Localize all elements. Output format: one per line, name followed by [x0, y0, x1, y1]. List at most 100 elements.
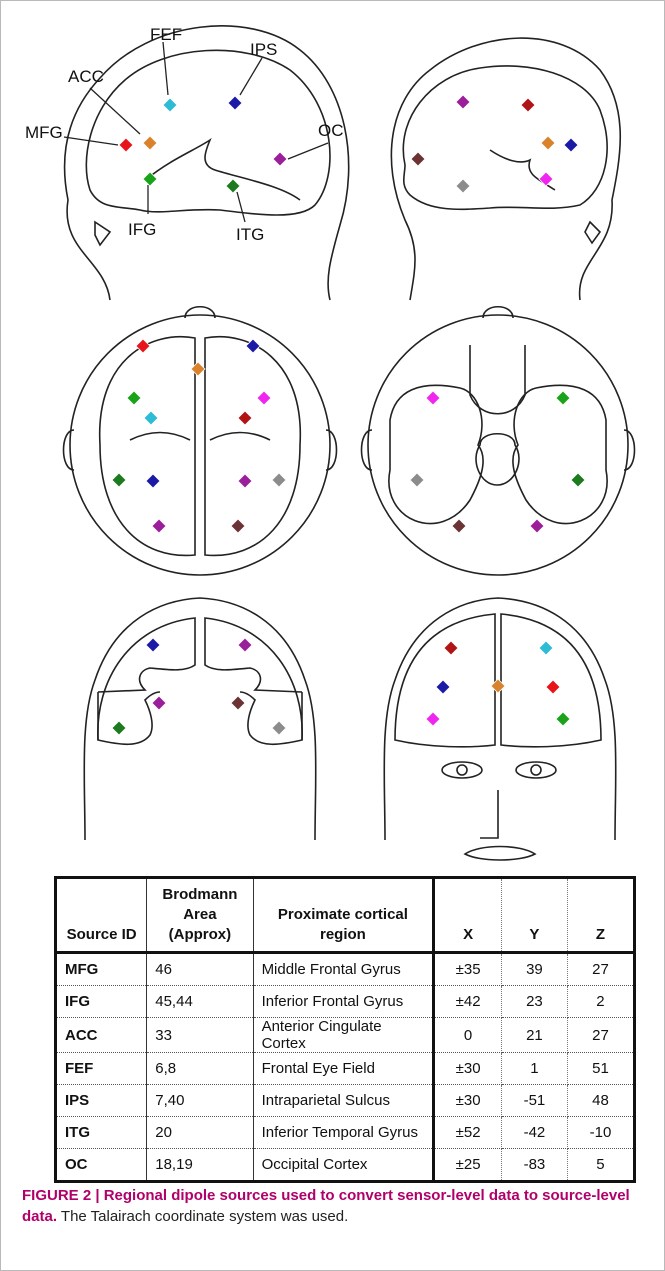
cell-x: 0 — [433, 1017, 502, 1053]
bottom-view — [360, 305, 636, 576]
cell-source-id: IFG — [55, 985, 148, 1018]
table-row: IPS 7,40 Intraparietal Sulcus ±30 -51 48 — [55, 1084, 635, 1117]
figure-caption: FIGURE 2 | Regional dipole sources used … — [22, 1185, 647, 1227]
cell-brodmann: 7,40 — [146, 1084, 254, 1117]
table-row: MFG 46 Middle Frontal Gyrus ±35 39 27 — [55, 952, 635, 986]
dipole-marker-ifg — [555, 711, 571, 727]
dipole-marker-itg — [271, 720, 287, 736]
dipole-marker-acc — [540, 135, 556, 151]
cell-y: -83 — [501, 1148, 568, 1182]
dipole-marker-mfg — [520, 97, 536, 113]
dipole-marker-acc — [490, 678, 506, 694]
dipole-marker-itg — [570, 472, 586, 488]
cell-region: Occipital Cortex — [253, 1148, 436, 1182]
cell-x: ±35 — [433, 952, 502, 986]
dipole-marker-fef — [143, 410, 159, 426]
cell-brodmann: 20 — [146, 1116, 254, 1149]
dipole-marker-ips — [245, 338, 261, 354]
dipole-marker-fef — [435, 679, 451, 695]
cell-source-id: MFG — [55, 952, 148, 986]
front-view — [383, 597, 617, 861]
dipole-marker-oc — [451, 518, 467, 534]
cell-z: 27 — [567, 1017, 635, 1053]
header-cortical-region: Proximate cortical region — [253, 877, 436, 954]
cell-z: 2 — [567, 985, 635, 1018]
cell-y: -42 — [501, 1116, 568, 1149]
top-view — [62, 305, 338, 576]
table-row: FEF 6,8 Frontal Eye Field ±30 1 51 — [55, 1052, 635, 1085]
cell-region: Inferior Temporal Gyrus — [253, 1116, 436, 1149]
dipole-marker-ifg — [555, 390, 571, 406]
dipole-markers — [111, 94, 586, 736]
dipole-marker-ips — [227, 95, 243, 111]
cell-x: ±25 — [433, 1148, 502, 1182]
dipole-marker-mfg — [135, 338, 151, 354]
dipole-marker-ifg — [425, 711, 441, 727]
dipole-marker-itg — [111, 472, 127, 488]
cell-z: -10 — [567, 1116, 635, 1149]
cell-brodmann: 6,8 — [146, 1052, 254, 1085]
cell-y: 21 — [501, 1017, 568, 1053]
right-lateral-view — [390, 37, 622, 301]
dipole-marker-ips — [563, 137, 579, 153]
cell-source-id: IPS — [55, 1084, 148, 1117]
header-source-id: Source ID — [55, 877, 148, 954]
left-lateral-view — [63, 25, 350, 301]
cell-brodmann: 33 — [146, 1017, 254, 1053]
label-itg: ITG — [236, 225, 264, 244]
cell-source-id: ITG — [55, 1116, 148, 1149]
cell-y: 23 — [501, 985, 568, 1018]
back-view — [83, 597, 317, 841]
dipole-marker-fef — [237, 410, 253, 426]
dipole-marker-itg — [230, 518, 246, 534]
dipole-marker-oc — [455, 178, 471, 194]
label-mfg: MFG — [25, 123, 63, 142]
caption-label: FIGURE 2 | Regional dipole sources used … — [22, 1187, 630, 1225]
table-row: IFG 45,44 Inferior Frontal Gyrus ±42 23 … — [55, 985, 635, 1018]
dipole-marker-oc — [272, 151, 288, 167]
label-leader-lines — [63, 41, 329, 223]
table-row: ACC 33 Anterior Cingulate Cortex 0 21 27 — [55, 1017, 635, 1053]
dipole-marker-fef — [538, 640, 554, 656]
header-x: X — [433, 877, 502, 954]
cell-z: 51 — [567, 1052, 635, 1085]
dipole-marker-ips — [145, 473, 161, 489]
dipole-marker-acc — [190, 361, 206, 377]
cell-x: ±52 — [433, 1116, 502, 1149]
dipole-marker-mfg — [443, 640, 459, 656]
cell-x: ±42 — [433, 985, 502, 1018]
cell-source-id: FEF — [55, 1052, 148, 1085]
table-row: OC 18,19 Occipital Cortex ±25 -83 5 — [55, 1148, 635, 1182]
head-views-figure: FEF IPS ACC MFG OC IFG ITG — [25, 25, 636, 861]
cell-y: -51 — [501, 1084, 568, 1117]
dipole-marker-itg — [111, 720, 127, 736]
dipole-marker-ifg — [538, 171, 554, 187]
cell-region: Intraparietal Sulcus — [253, 1084, 436, 1117]
table-header-row: Source ID Brodmann Area (Approx) Proxima… — [55, 877, 635, 954]
header-brodmann-area: Brodmann Area (Approx) — [146, 877, 254, 954]
label-acc: ACC — [68, 67, 104, 86]
dipole-marker-oc — [230, 695, 246, 711]
dipole-marker-oc — [151, 518, 167, 534]
cell-region: Frontal Eye Field — [253, 1052, 436, 1085]
cell-region: Anterior Cingulate Cortex — [253, 1017, 436, 1053]
cell-z: 48 — [567, 1084, 635, 1117]
dipole-marker-oc — [455, 94, 471, 110]
cell-brodmann: 46 — [146, 952, 254, 986]
cell-y: 39 — [501, 952, 568, 986]
dipole-marker-itg — [225, 178, 241, 194]
dipole-marker-acc — [142, 135, 158, 151]
cell-brodmann: 18,19 — [146, 1148, 254, 1182]
cell-brodmann: 45,44 — [146, 985, 254, 1018]
dipole-marker-ifg — [425, 390, 441, 406]
caption-text: The Talairach coordinate system was used… — [57, 1208, 349, 1225]
dipole-marker-ips — [145, 637, 161, 653]
cell-z: 27 — [567, 952, 635, 986]
dipole-marker-itg — [410, 151, 426, 167]
talairach-coordinates-table: Source ID Brodmann Area (Approx) Proxima… — [54, 876, 636, 1183]
dipole-marker-ifg — [256, 390, 272, 406]
cell-region: Inferior Frontal Gyrus — [253, 985, 436, 1018]
dipole-marker-oc — [237, 473, 253, 489]
label-oc: OC — [318, 121, 344, 140]
region-labels: FEF IPS ACC MFG OC IFG ITG — [25, 25, 344, 244]
